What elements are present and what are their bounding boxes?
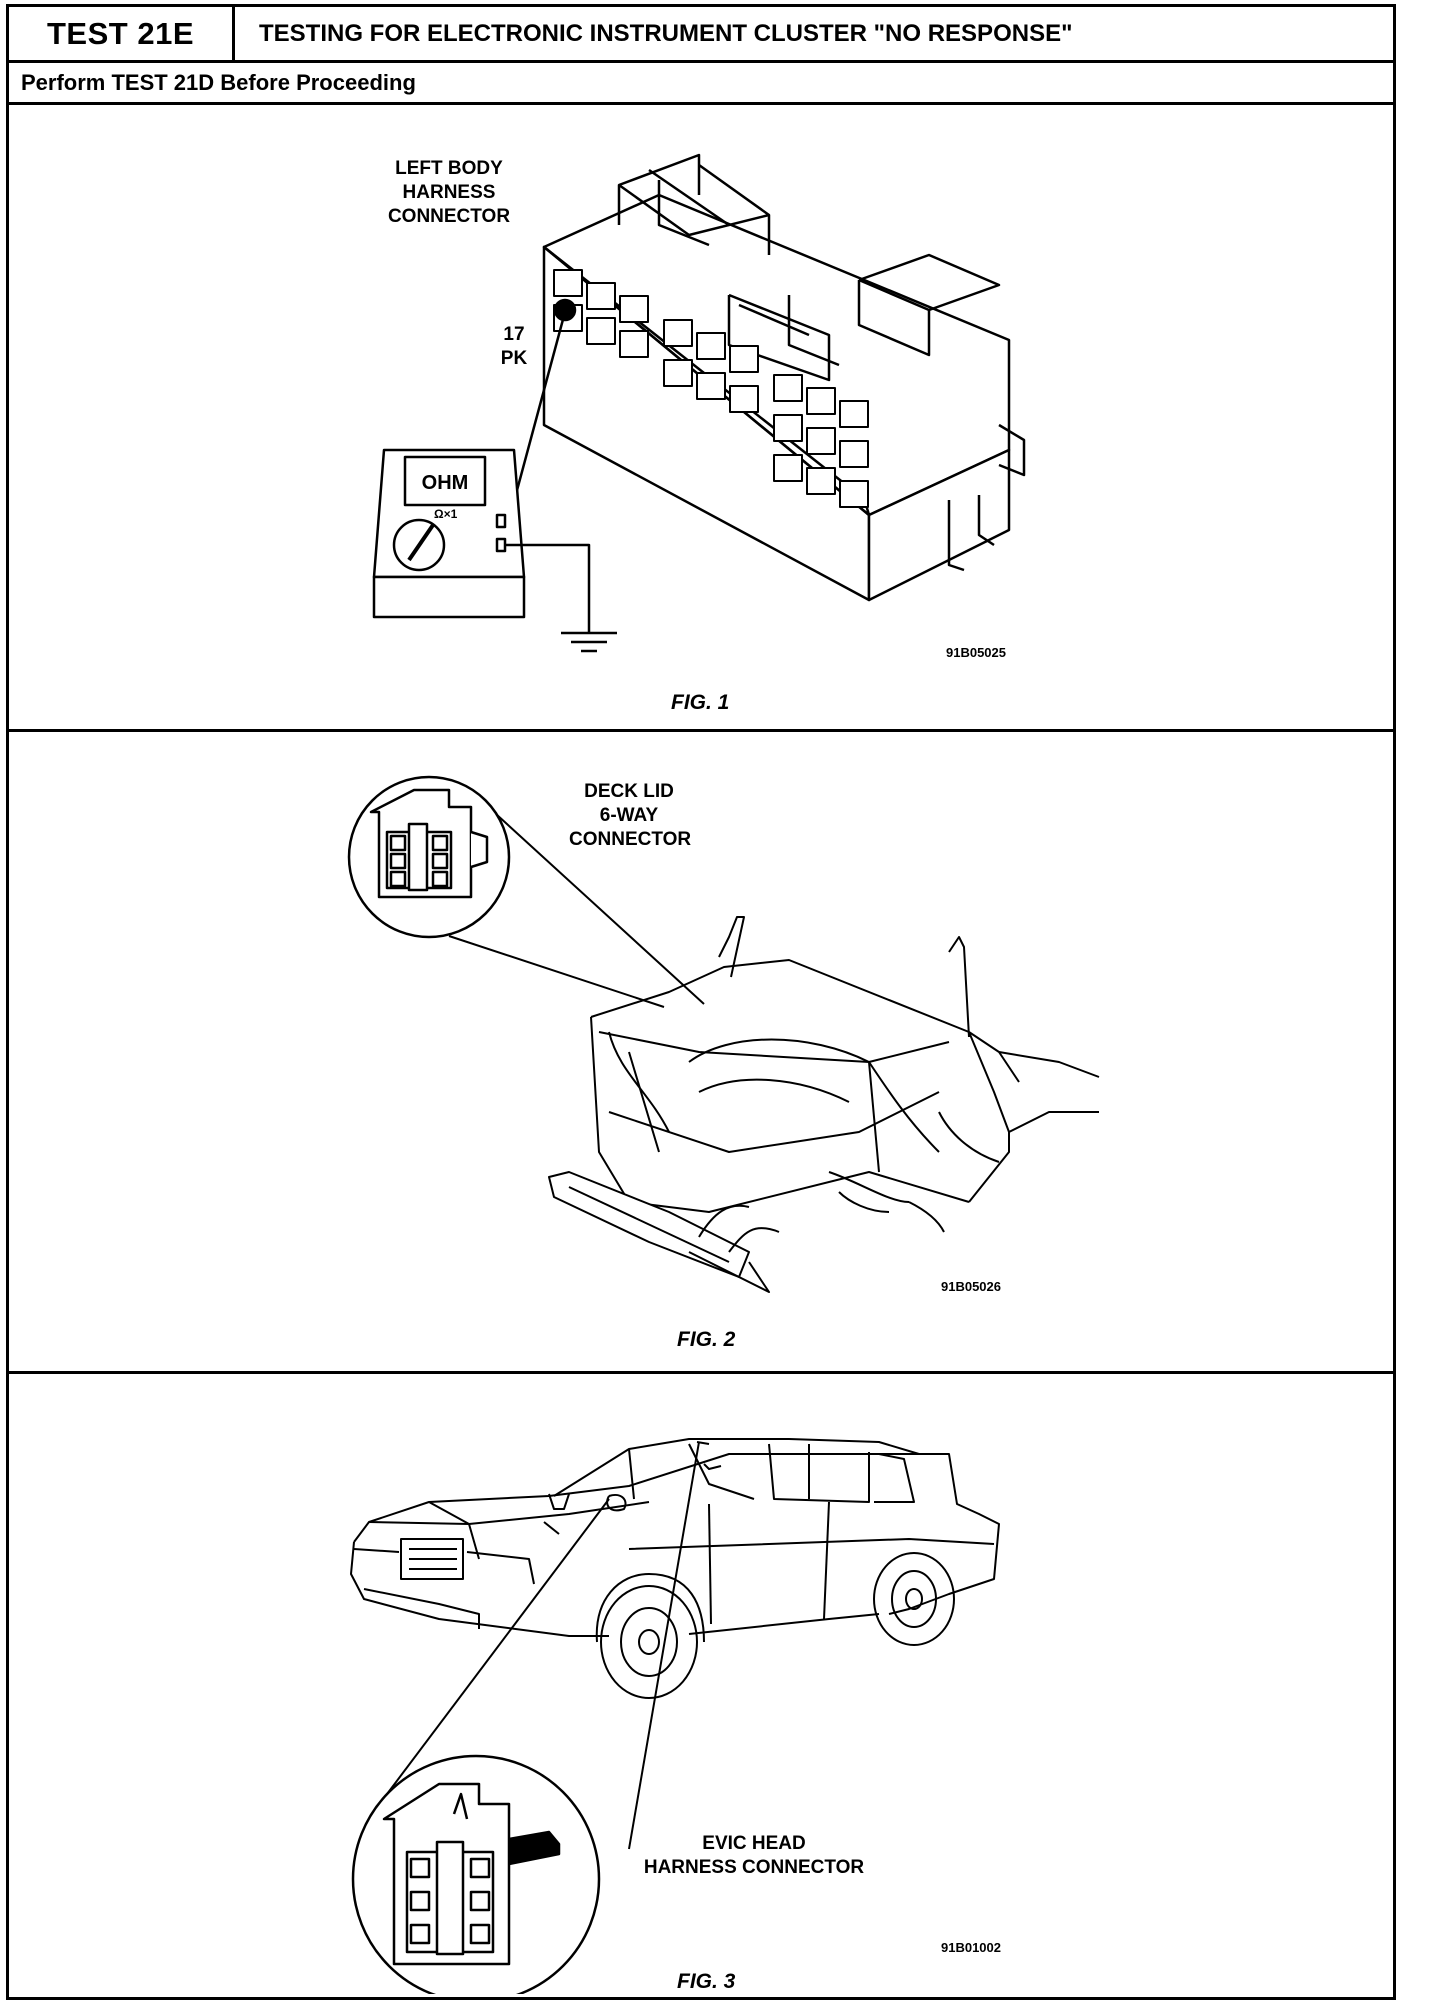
pin-label: 17 PK — [500, 324, 528, 369]
meter-display-text: OHM — [421, 472, 469, 494]
figure-caption: FIG. 2 — [677, 1328, 736, 1351]
figure-2-panel: DECK LID 6-WAY CONNECTOR 91B05026 FIG. 2 — [9, 732, 1393, 1374]
test-code: TEST 21E — [9, 7, 235, 60]
figure-3-drawing — [350, 1438, 1000, 1994]
drawing-code: 91B05026 — [941, 1279, 1001, 1294]
figure-caption: FIG. 3 — [677, 1970, 736, 1993]
prerequisite-note: Perform TEST 21D Before Proceeding — [9, 63, 1393, 105]
ground-symbol-icon — [561, 631, 617, 653]
pin-17-marker — [553, 298, 577, 322]
connector-label: DECK LID 6-WAY CONNECTOR — [569, 781, 692, 850]
test-procedure-sheet: TEST 21E TESTING FOR ELECTRONIC INSTRUME… — [6, 4, 1396, 2000]
harness-connector-icon — [542, 153, 1026, 602]
connector-label: LEFT BODY HARNESS CONNECTOR — [387, 158, 511, 227]
figure-caption: FIG. 1 — [671, 691, 730, 714]
sheet-header: TEST 21E TESTING FOR ELECTRONIC INSTRUME… — [9, 7, 1393, 63]
figure-3-panel: EVIC HEAD HARNESS CONNECTOR 91B01002 FIG… — [9, 1374, 1393, 1997]
test-title: TESTING FOR ELECTRONIC INSTRUMENT CLUSTE… — [259, 19, 1073, 47]
trunk-icon — [548, 916, 1100, 1293]
connector-label: EVIC HEAD HARNESS CONNECTOR — [643, 1833, 865, 1878]
ohmmeter-icon — [372, 448, 526, 619]
ground-lead — [505, 543, 591, 633]
six-way-connector-icon — [369, 788, 489, 899]
meter-range-label: Ω×1 — [434, 507, 458, 521]
six-way-connector-icon — [382, 1782, 561, 1966]
figure-1-panel: LEFT BODY HARNESS CONNECTOR 17 PK OHM Ω×… — [9, 105, 1393, 732]
sedan-icon — [350, 1438, 1000, 1699]
figure-2-drawing — [347, 775, 1100, 1293]
figure-1-drawing — [372, 153, 1026, 653]
drawing-code: 91B01002 — [941, 1940, 1001, 1955]
drawing-code: 91B05025 — [946, 645, 1006, 660]
